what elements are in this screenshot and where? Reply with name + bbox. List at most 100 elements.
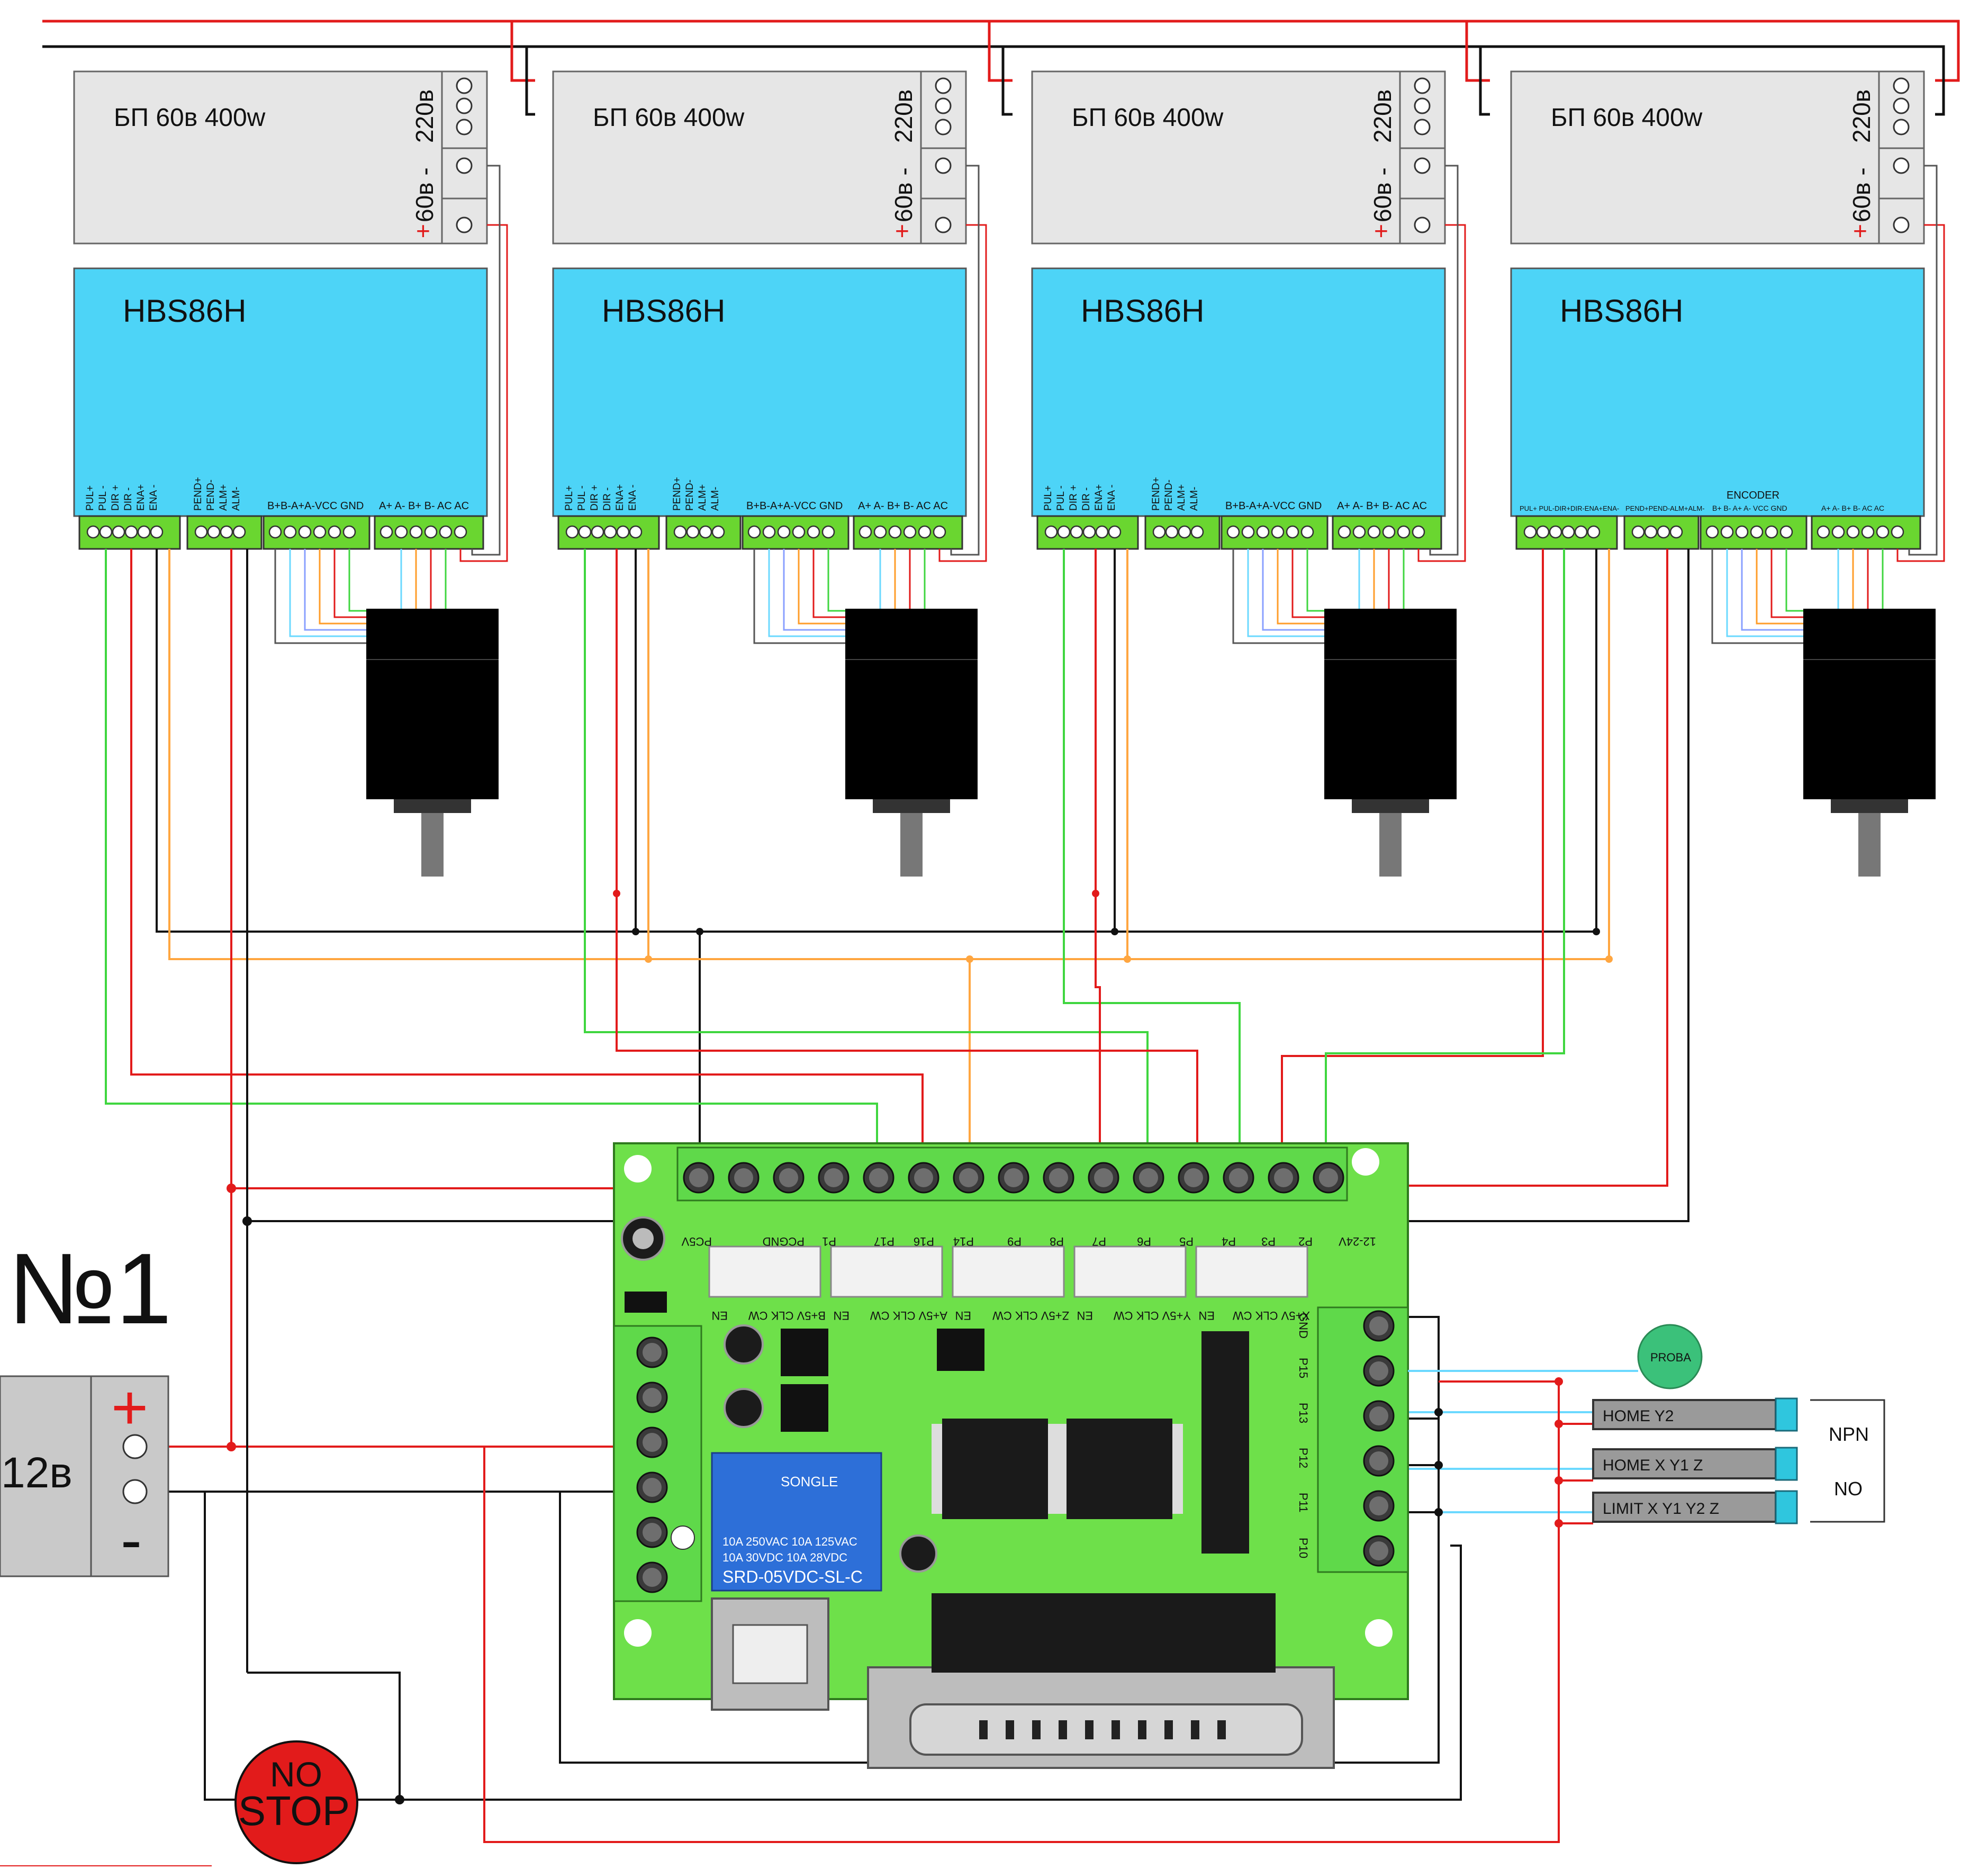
svg-text:ENA -: ENA - — [627, 484, 638, 511]
psu-60v-3: БП 60в 400w 220в 60в - + — [1031, 70, 1446, 245]
svg-text:EN: EN — [955, 1309, 971, 1322]
svg-text:PEND+: PEND+ — [1151, 477, 1162, 511]
driver-pin-labels: PUL+ PUL-DIR+DIR-ENA+ENA- PEND+PEND-ALM+… — [1520, 490, 1884, 512]
svg-text:ALM+: ALM+ — [1176, 484, 1187, 511]
relay-rating-2: 10A 30VDC 10A 28VDC — [722, 1551, 847, 1564]
driver-model: HBS86H — [123, 293, 246, 329]
psu-label: БП 60в 400w — [114, 104, 266, 132]
svg-text:PC5V: PC5V — [681, 1235, 712, 1248]
svg-text:B+B-A+A-VCC GND: B+B-A+A-VCC GND — [267, 500, 364, 512]
svg-text:PUL+: PUL+ — [85, 485, 96, 511]
svg-text:P13: P13 — [1297, 1403, 1310, 1423]
svg-text:PEND-: PEND- — [684, 480, 695, 511]
driver-pin-labels: PUL+ PUL - DIR + DIR - ENA+ ENA - PEND+ … — [1043, 477, 1427, 512]
svg-text:A+5V CLK CW: A+5V CLK CW — [870, 1309, 947, 1322]
svg-text:12-24V: 12-24V — [1339, 1235, 1376, 1248]
svg-text:PEND+PEND-ALM+ALM-: PEND+PEND-ALM+ALM- — [1625, 504, 1705, 512]
limit-switches: HOME Y2 HOME X Y1 Z LIMIT X Y1 Y2 Z NPN … — [1592, 1397, 1885, 1524]
psu-plus-sign: + — [895, 217, 909, 245]
encoder-wires-3 — [1232, 165, 1466, 644]
psu-ac-label: 220в — [1848, 89, 1875, 143]
servo-motor-3 — [1324, 609, 1457, 877]
proba-label: PROBA — [1650, 1351, 1691, 1364]
svg-text:DIR +: DIR + — [589, 485, 600, 511]
driver-terminal-blocks — [1036, 515, 1442, 550]
svg-text:DIR -: DIR - — [123, 487, 134, 511]
npn-label: NPN — [1829, 1423, 1869, 1445]
svg-text:DIR +: DIR + — [1068, 485, 1079, 511]
svg-text:ENA+: ENA+ — [1094, 484, 1105, 511]
svg-text:P11: P11 — [1297, 1493, 1310, 1513]
driver-model: HBS86H — [1560, 293, 1683, 329]
psu-plus-sign: + — [1374, 217, 1388, 245]
svg-text:ENA+: ENA+ — [615, 484, 626, 511]
svg-text:PUL+ PUL-DIR+DIR-ENA+ENA-: PUL+ PUL-DIR+DIR-ENA+ENA- — [1520, 504, 1619, 512]
axis-module-2: БП 60в 400w 220в 60в - + HBS86H PUL+ PUL… — [552, 70, 987, 877]
driver-hbs86h-1: HBS86H PUL+ PUL - DIR + DIR - ENA+ ENA -… — [73, 267, 488, 550]
board-axis-labels: EN B+5V CLK CW EN A+5V CLK CW EN Z+5V CL… — [711, 1309, 1310, 1322]
page-title: №1 — [8, 1233, 172, 1345]
board-right-labels: GND P15 P13 P12 P11 P10 — [1297, 1313, 1310, 1558]
axis-module-1: БП 60в 400w 220в 60в - + HBS86H PUL+ PUL… — [73, 70, 508, 877]
svg-text:DIR -: DIR - — [1081, 487, 1092, 511]
psu-dc-label: 60в - — [1848, 167, 1875, 222]
svg-text:HOME Y2: HOME Y2 — [1603, 1407, 1674, 1425]
driver-terminal-blocks — [1515, 515, 1921, 550]
driver-terminal-blocks — [78, 515, 484, 550]
svg-text:EN: EN — [711, 1309, 728, 1322]
psu12-minus: - — [121, 1504, 142, 1575]
svg-text:DIR +: DIR + — [110, 485, 121, 511]
svg-text:LIMIT X Y1 Y2 Z: LIMIT X Y1 Y2 Z — [1603, 1500, 1719, 1518]
svg-text:B+B-A+A-VCC GND: B+B-A+A-VCC GND — [746, 500, 843, 512]
svg-text:DIR -: DIR - — [602, 487, 613, 511]
svg-text:B+5V CLK CW: B+5V CLK CW — [748, 1309, 826, 1322]
svg-text:ENA -: ENA - — [1106, 484, 1117, 511]
servo-motor-1 — [366, 609, 499, 877]
psu-dc-label: 60в - — [1369, 167, 1396, 222]
estop-line1: NO — [270, 1755, 322, 1794]
board-top-labels: PC5V PCGND P1 P17 P16 P14 P9 P8 P7 P6 P5… — [681, 1235, 1376, 1248]
psu-60v-1: БП 60в 400w 220в 60в - + — [73, 70, 488, 245]
svg-text:A+ A- B+ B- AC AC: A+ A- B+ B- AC AC — [1337, 500, 1427, 512]
switch-home-y2: HOME Y2 — [1592, 1397, 1798, 1432]
driver-terminal-blocks — [557, 515, 963, 550]
svg-text:A+ A- B+ B- AC AC: A+ A- B+ B- AC AC — [858, 500, 948, 512]
psu-label: БП 60в 400w — [593, 104, 745, 132]
svg-text:GND: GND — [1297, 1313, 1310, 1339]
encoder-wires-2 — [753, 165, 987, 644]
driver-model: HBS86H — [602, 293, 725, 329]
psu12-plus: + — [111, 1372, 148, 1443]
axis-module-3: БП 60в 400w 220в 60в - + HBS86H PUL+ PUL… — [1031, 70, 1466, 877]
svg-text:ALM-: ALM- — [231, 487, 242, 511]
svg-text:P12: P12 — [1297, 1448, 1310, 1468]
svg-text:ENA+: ENA+ — [135, 484, 147, 511]
psu-60v-4: БП 60в 400w 220в 60в - + — [1510, 70, 1925, 245]
control-wires — [105, 549, 1689, 1843]
switch-limit-x-y1-y2-z: LIMIT X Y1 Y2 Z — [1592, 1490, 1798, 1524]
svg-text:PUL -: PUL - — [576, 485, 588, 511]
axis-module-4: БП 60в 400w 220в 60в - + HBS86H PUL+ PUL… — [1510, 70, 1945, 877]
psu-12v: 12в + - — [0, 1372, 169, 1577]
encoder-wires-1 — [274, 165, 508, 644]
psu-plus-sign: + — [1853, 217, 1867, 245]
relay-brand: SONGLE — [781, 1474, 838, 1489]
svg-text:A+ A- B+ B- AC AC: A+ A- B+ B- AC AC — [1821, 504, 1884, 512]
svg-text:EN: EN — [833, 1309, 850, 1322]
probe-sensor: PROBA — [1408, 1324, 1703, 1389]
breakout-board: PC5V PCGND P1 P17 P16 P14 P9 P8 P7 P6 P5… — [613, 1142, 1409, 1769]
psu-label: БП 60в 400w — [1072, 104, 1224, 132]
svg-text:EN: EN — [1198, 1309, 1215, 1322]
svg-text:PEND+: PEND+ — [672, 477, 683, 511]
svg-text:PUL -: PUL - — [97, 485, 109, 511]
relay-rating-1: 10A 250VAC 10A 125VAC — [722, 1535, 857, 1548]
svg-text:X+5V CLK CW: X+5V CLK CW — [1233, 1309, 1310, 1322]
svg-text:PEND-: PEND- — [205, 480, 216, 511]
svg-text:B+B-A+A-VCC GND: B+B-A+A-VCC GND — [1225, 500, 1322, 512]
svg-text:PUL -: PUL - — [1055, 485, 1067, 511]
servo-motor-4 — [1803, 609, 1936, 877]
psu-dc-label: 60в - — [411, 167, 438, 222]
svg-text:PUL+: PUL+ — [564, 485, 575, 511]
driver-hbs86h-3: HBS86H PUL+ PUL - DIR + DIR - ENA+ ENA -… — [1031, 267, 1446, 550]
psu-60v-2: БП 60в 400w 220в 60в - + — [552, 70, 967, 245]
driver-pin-labels: PUL+ PUL - DIR + DIR - ENA+ ENA - PEND+ … — [564, 477, 948, 512]
